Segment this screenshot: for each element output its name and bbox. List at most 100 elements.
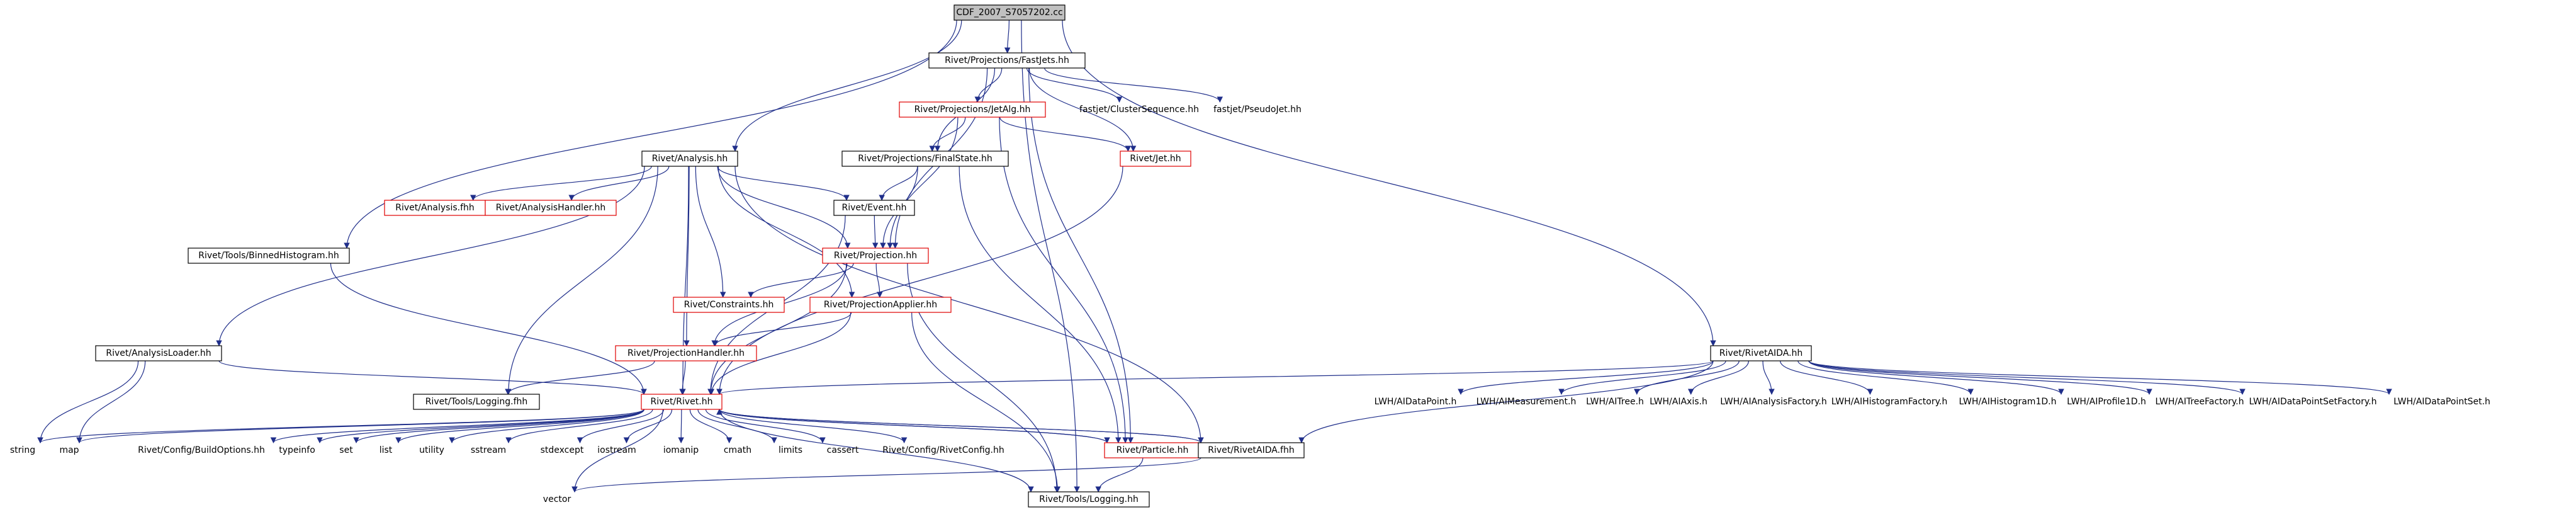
edge-rivethh-to-map [76, 409, 644, 443]
edge-analysis-to-projhandler [683, 166, 690, 346]
node-iostream: iostream [597, 445, 636, 455]
node-label-cmath: cmath [724, 445, 751, 455]
edge-jetalg-to-projection [887, 117, 959, 249]
edge-line [879, 166, 918, 201]
node-label-analysis: Rivet/Analysis.hh [652, 154, 728, 164]
edge-analysis-to-analysisfhh [470, 166, 652, 201]
node-logginghh[interactable]: Rivet/Tools/Logging.hh [1028, 491, 1150, 508]
node-projhandler[interactable]: Rivet/ProjectionHandler.hh [615, 345, 757, 361]
node-particle[interactable]: Rivet/Particle.hh [1104, 442, 1201, 458]
node-box-projection [822, 247, 929, 264]
node-rivetaidafhh[interactable]: Rivet/RivetAIDA.fhh [1198, 442, 1305, 458]
edge-line [623, 409, 673, 443]
node-label-jet: Rivet/Jet.hh [1130, 154, 1181, 164]
node-analysisfhh[interactable]: Rivet/Analysis.fhh [384, 200, 486, 216]
node-label-rivethh: Rivet/Rivet.hh [651, 397, 713, 407]
edge-rivetaidahh-to-lwh_af [1762, 360, 1775, 395]
node-toolslogging[interactable]: Rivet/Tools/Logging.fhh [413, 394, 540, 410]
node-box-projapplier [809, 297, 952, 313]
node-projection[interactable]: Rivet/Projection.hh [822, 247, 929, 264]
node-set: set [339, 445, 353, 455]
edge-line [1004, 20, 1011, 54]
node-label-vector: vector [543, 494, 571, 504]
node-box-analysisfhh [384, 200, 486, 216]
node-label-lwh_dp: LWH/AIDataPoint.h [1375, 397, 1457, 407]
node-analysis[interactable]: Rivet/Analysis.hh [641, 151, 738, 167]
node-box-projhandler [615, 345, 757, 361]
edge-line [719, 409, 1034, 492]
node-pseudojet: fastjet/PseudoJet.hh [1213, 105, 1302, 115]
node-fastjets[interactable]: Rivet/Projections/FastJets.hh [928, 52, 1086, 69]
node-constraints[interactable]: Rivet/Constraints.hh [673, 297, 785, 313]
edge-line [1062, 20, 1716, 346]
node-jet[interactable]: Rivet/Jet.hh [1120, 151, 1191, 167]
node-box-binnedhist [188, 247, 350, 264]
edge-rivethh-to-iomanip [678, 409, 684, 443]
node-lwh_hf: LWH/AIHistogramFactory.h [1831, 397, 1947, 407]
edge-rivetaidahh-to-lwh_hf [1780, 360, 1874, 395]
edge-fastjets-to-pseudojet [1044, 67, 1223, 103]
node-jetalg[interactable]: Rivet/Projections/JetAlg.hh [899, 101, 1046, 118]
edge-line [353, 409, 644, 443]
node-box-event [833, 200, 915, 216]
edge-analysis-to-toolslogging [505, 166, 658, 395]
edge-rivethh-to-limits [697, 409, 777, 443]
node-string: string [10, 445, 35, 455]
edge-line [911, 312, 1061, 492]
node-map: map [59, 445, 79, 455]
node-label-analysishandler: Rivet/AnalysisHandler.hh [496, 203, 605, 213]
node-label-cassert: cassert [827, 445, 859, 455]
edge-projhandler-to-toolslogging [505, 360, 655, 395]
edge-projhandler-to-rivethh [679, 360, 686, 395]
edge-line [705, 409, 826, 443]
node-label-lwh_h1: LWH/AIHistogram1D.h [1959, 397, 2057, 407]
nodes-layer: CDF_2007_S7057202.ccRivet/Projections/Fa… [10, 4, 2490, 508]
node-box-rivethh [641, 394, 723, 410]
node-label-root: CDF_2007_S7057202.cc [956, 8, 1062, 18]
edge-line [76, 409, 644, 443]
node-event[interactable]: Rivet/Event.hh [833, 200, 915, 216]
node-projapplier[interactable]: Rivet/ProjectionApplier.hh [809, 297, 952, 313]
node-lwh_dp: LWH/AIDataPoint.h [1375, 397, 1457, 407]
node-lwh_p1: LWH/AIProfile1D.h [2067, 397, 2146, 407]
node-label-lwh_dpsf: LWH/AIDataPointSetFactory.h [2249, 397, 2377, 407]
edge-fastjets-to-jetalg [974, 67, 1003, 103]
node-rivetconfig: Rivet/Config/RivetConfig.hh [882, 445, 1004, 455]
node-label-fastjets: Rivet/Projections/FastJets.hh [945, 55, 1069, 65]
edge-line [37, 360, 139, 443]
node-clusterseq: fastjet/ClusterSequence.hh [1079, 105, 1199, 115]
node-box-constraints [673, 297, 785, 313]
edge-analysis-to-analysishandler [568, 166, 670, 201]
edge-finalstate-to-particle [959, 166, 1122, 443]
node-stdexcept: stdexcept [541, 445, 584, 455]
edge-line [712, 312, 852, 346]
edge-line [1458, 360, 1714, 395]
node-label-list: list [380, 445, 393, 455]
node-binnedhist[interactable]: Rivet/Tools/BinnedHistogram.hh [188, 247, 350, 264]
node-finalstate[interactable]: Rivet/Projections/FinalState.hh [841, 151, 1009, 167]
edge-line [1797, 360, 1974, 395]
edge-line [716, 360, 1714, 395]
edge-line [697, 409, 777, 443]
edge-jetalg-to-jet [999, 117, 1132, 152]
node-label-lwh_axis: LWH/AIAxis.h [1650, 397, 1707, 407]
node-label-rivetconfig: Rivet/Config/RivetConfig.hh [882, 445, 1004, 455]
node-analysisloader[interactable]: Rivet/AnalysisLoader.hh [95, 345, 222, 361]
node-label-buildoptions: Rivet/Config/BuildOptions.hh [138, 445, 265, 455]
edge-line [505, 360, 655, 395]
node-rivethh[interactable]: Rivet/Rivet.hh [641, 394, 723, 410]
edge-line [1044, 67, 1223, 103]
node-root[interactable]: CDF_2007_S7057202.cc [953, 4, 1066, 21]
edge-rivetaidahh-to-lwh_axis [1687, 360, 1749, 395]
node-label-projection: Rivet/Projection.hh [834, 251, 917, 261]
node-rivetaidahh[interactable]: Rivet/RivetAIDA.hh [1710, 345, 1812, 361]
node-box-rivetaidafhh [1198, 442, 1305, 458]
node-utility: utility [419, 445, 444, 455]
node-analysishandler[interactable]: Rivet/AnalysisHandler.hh [485, 200, 617, 216]
edge-line [330, 263, 647, 395]
edge-line [505, 166, 658, 395]
edge-rivetaidahh-to-lwh_dp [1458, 360, 1714, 395]
edge-line [1808, 360, 2392, 395]
edge-analysisloader-to-rivethh [218, 360, 647, 395]
edge-rivetaidahh-to-lwh_h1 [1797, 360, 1974, 395]
